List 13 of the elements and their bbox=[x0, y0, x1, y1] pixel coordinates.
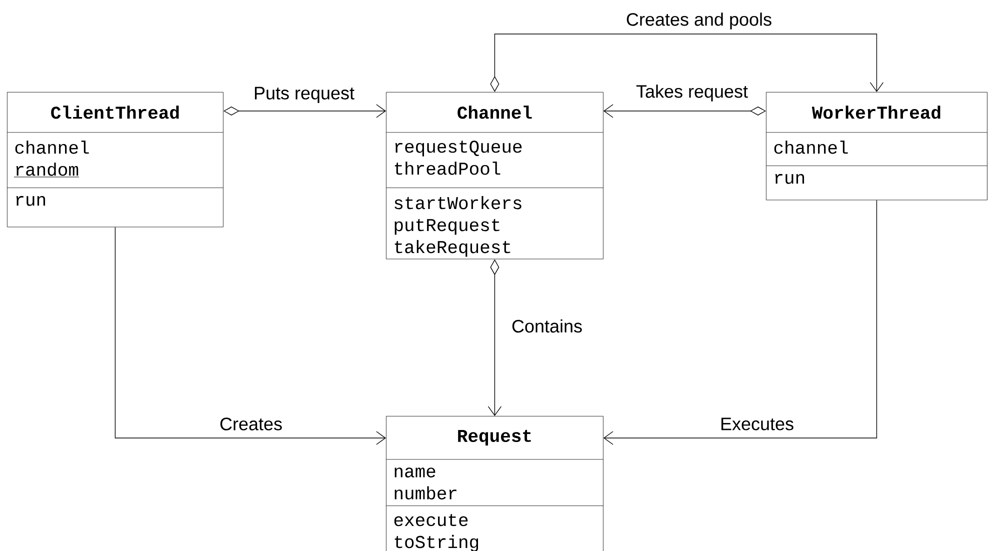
arrow bbox=[114, 226, 386, 445]
edge-label: Contains bbox=[510, 318, 584, 334]
arrow bbox=[603, 200, 878, 445]
edge-label: Puts request bbox=[252, 86, 356, 104]
edge-label: Creates and pools bbox=[624, 12, 774, 30]
class-box: Channel requestQueue threadPool startWorkers putRequest takeRequest bbox=[386, 92, 604, 260]
edge-label: Executes bbox=[718, 416, 796, 432]
class-box: ClientThread channel random run bbox=[7, 92, 224, 228]
edge-label: Takes request bbox=[634, 84, 750, 102]
class-box: WorkerThread channel run bbox=[766, 92, 988, 200]
edge-label: Creates bbox=[218, 416, 284, 432]
arrow bbox=[490, 34, 884, 92]
arrow bbox=[603, 104, 766, 118]
